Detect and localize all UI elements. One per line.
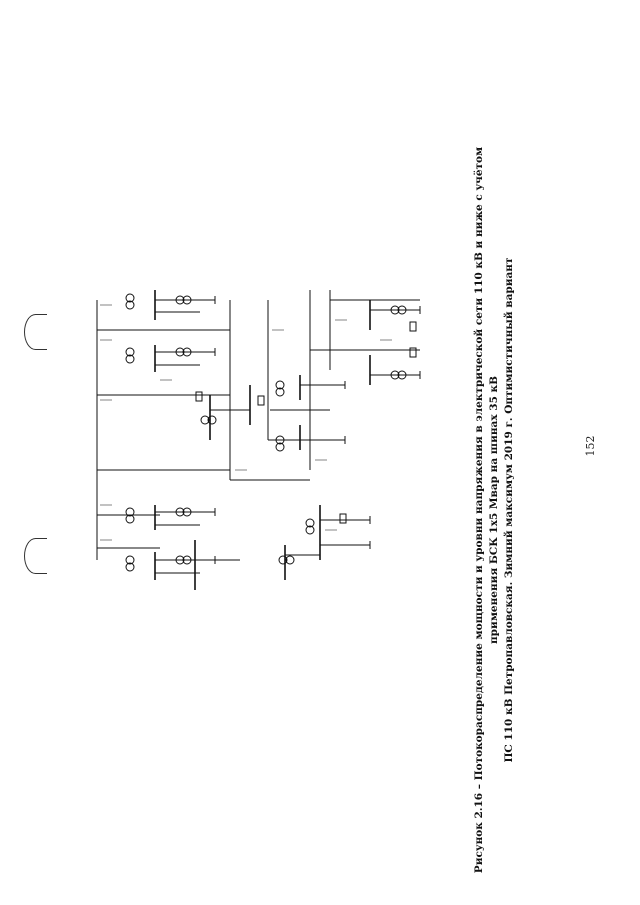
figure-caption: Рисунок 2.16 – Потокораспределение мощно… <box>406 140 515 880</box>
caption-line-1: Рисунок 2.16 – Потокораспределение мощно… <box>473 146 500 874</box>
caption-line-2: ПС 110 кВ Петропавловская. Зимний максим… <box>503 257 515 763</box>
binder-hole-bottom <box>24 538 47 574</box>
binder-hole-top <box>24 314 47 350</box>
page-number: 152 <box>584 435 597 457</box>
